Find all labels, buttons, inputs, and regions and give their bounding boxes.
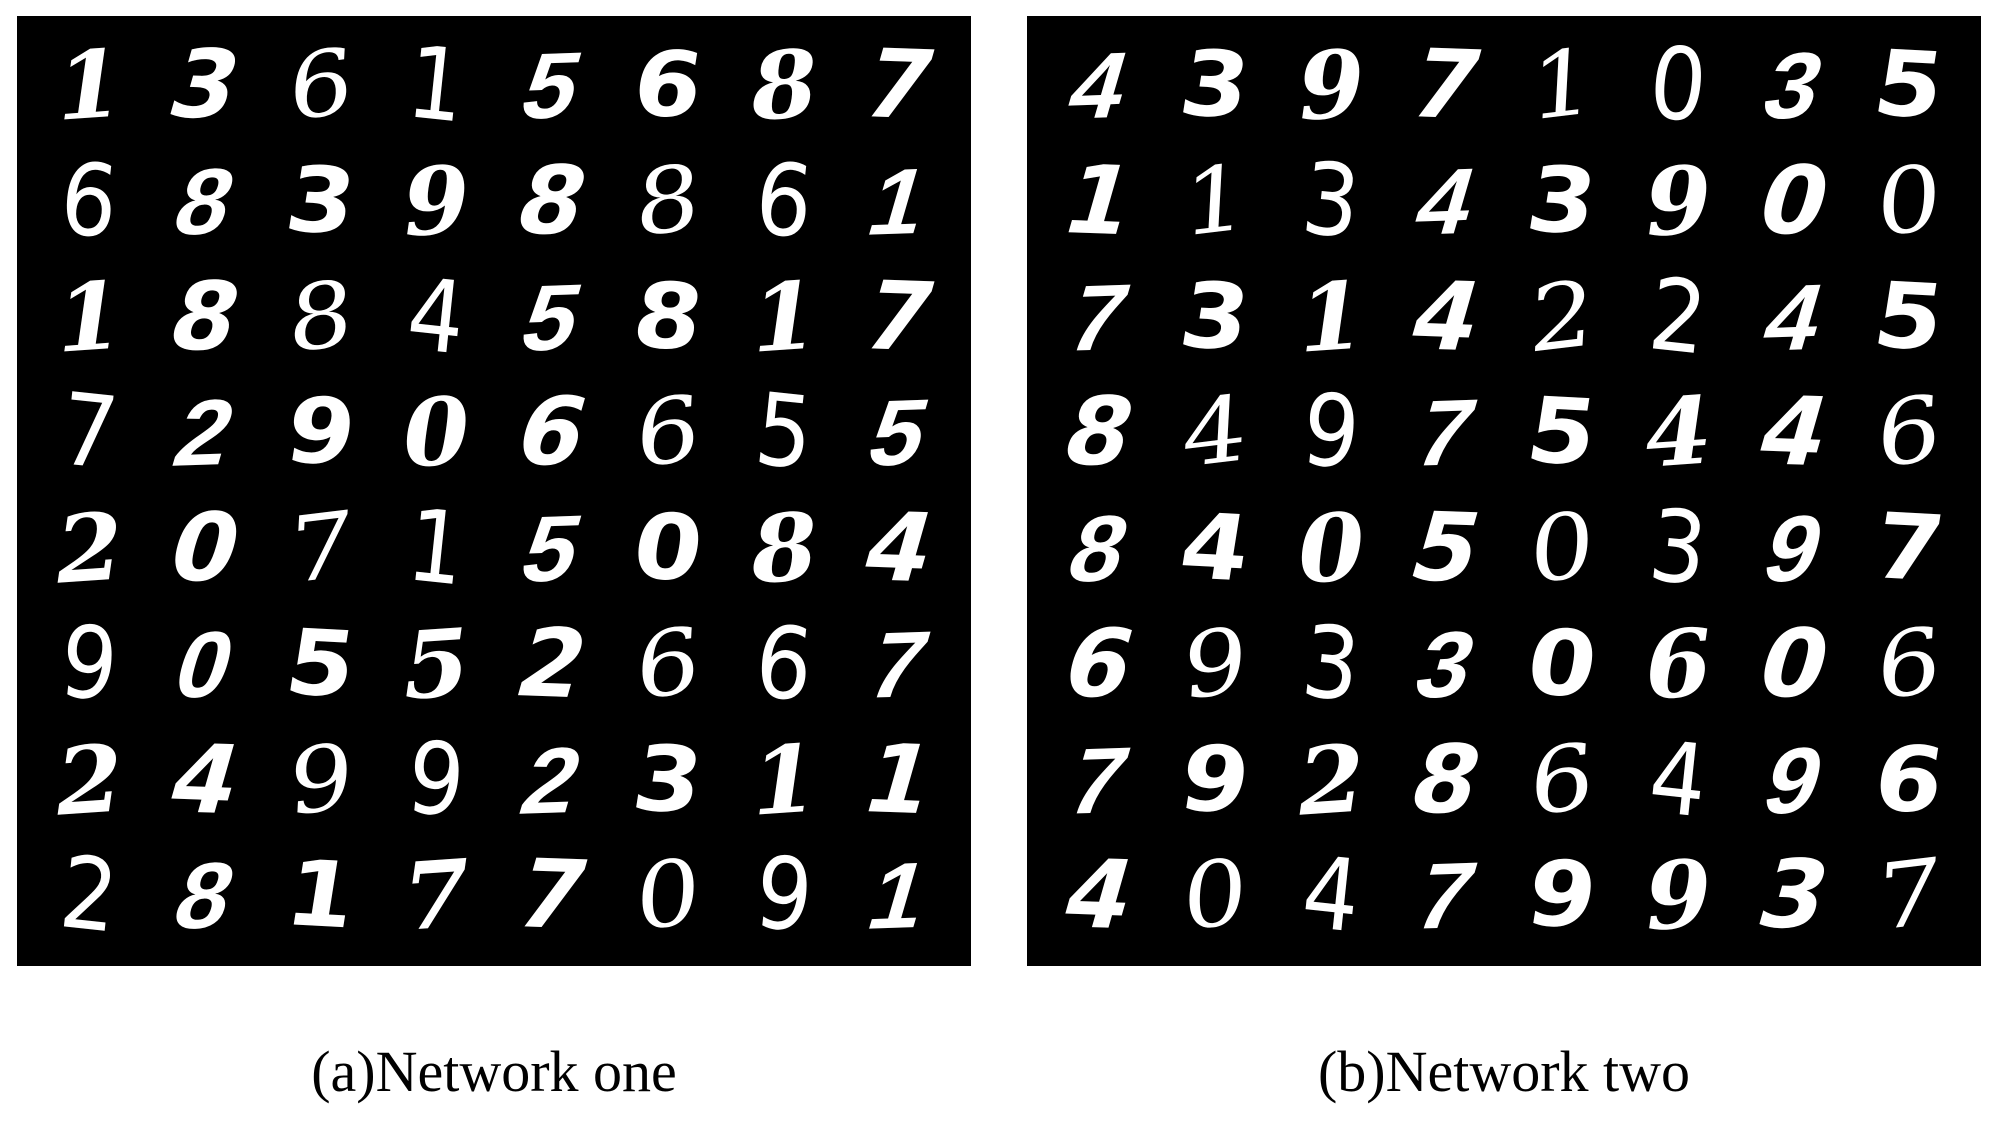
digit-cell: 1 (278, 841, 363, 950)
digit-cell: 1 (857, 147, 941, 255)
digit-cell: 4 (402, 256, 471, 378)
digit-cell: 1 (1179, 144, 1250, 259)
digit-cell: 6 (632, 375, 703, 490)
digit-cell: 4 (1643, 719, 1712, 841)
digit-cell: 9 (54, 603, 123, 725)
digit-cell: 2 (54, 835, 123, 956)
digit-cell: 5 (1867, 31, 1952, 140)
digit-cell: 1 (402, 24, 471, 146)
digit-cell: 0 (1519, 610, 1604, 719)
digit-cell: 1 (1526, 28, 1597, 143)
caption-network-two: (b)Network two (1317, 1039, 1691, 1104)
digit-cell: 5 (857, 379, 941, 487)
digit-cell: 7 (285, 491, 356, 606)
digit-cell: 5 (749, 372, 818, 493)
digit-cell: 3 (1643, 487, 1712, 609)
digit-cell: 6 (1867, 725, 1952, 834)
digit-cell: 7 (1874, 838, 1945, 953)
digit-cell: 0 (625, 494, 710, 603)
digit-cell: 0 (1179, 838, 1250, 953)
digit-cell: 8 (285, 260, 356, 374)
digit-cell: 7 (857, 610, 941, 718)
digit-cell: 6 (632, 607, 703, 722)
digit-cell: 9 (285, 723, 356, 837)
digit-cell: 4 (1179, 375, 1250, 490)
digit-cell: 5 (278, 610, 363, 719)
digit-cell: 6 (1874, 607, 1945, 722)
digit-cell: 9 (278, 378, 363, 487)
digit-cell: 1 (402, 487, 471, 609)
digit-cell: 4 (1296, 835, 1365, 956)
digit-cell: 0 (1643, 24, 1712, 146)
digit-cell: 9 (749, 835, 818, 956)
digit-cell: 8 (632, 144, 703, 259)
digit-cell: 6 (749, 140, 818, 262)
digit-cell: 5 (1867, 262, 1952, 371)
digit-cell: 7 (54, 372, 123, 493)
digit-cell: 6 (54, 140, 123, 262)
digit-cell: 2 (1643, 256, 1712, 378)
digit-cell: 5 (1519, 378, 1604, 487)
digit-cell: 6 (1874, 375, 1945, 490)
digit-cell: 6 (285, 28, 356, 143)
digit-cell: 9 (402, 719, 471, 841)
caption-network-one: (a)Network one (311, 1039, 677, 1104)
digit-cell: 7 (1867, 494, 1952, 603)
digit-cell: 8 (625, 262, 710, 371)
digit-cell: 6 (749, 603, 818, 725)
digit-cell: 4 (1172, 494, 1257, 603)
digit-cell: 3 (625, 725, 710, 834)
digit-cell: 3 (1519, 147, 1604, 256)
digit-cell: 1 (857, 842, 941, 950)
digit-cell: 3 (1172, 262, 1257, 371)
digit-cell: 9 (1172, 725, 1257, 834)
digit-cell: 3 (278, 147, 363, 256)
digit-cell: 2 (1526, 260, 1597, 374)
digit-cell: 6 (1526, 723, 1597, 837)
digit-cell: 3 (1296, 603, 1365, 725)
digit-cell: 3 (1296, 140, 1365, 262)
digit-cell: 0 (1874, 144, 1945, 259)
digit-cell: 9 (1179, 607, 1250, 722)
digit-cell: 0 (1526, 491, 1597, 606)
digit-cell: 3 (1172, 31, 1257, 140)
digit-cell: 9 (1296, 372, 1365, 493)
digit-cell: 0 (632, 838, 703, 953)
digit-cell: 9 (1519, 841, 1604, 950)
digit-cell: 6 (625, 31, 710, 140)
